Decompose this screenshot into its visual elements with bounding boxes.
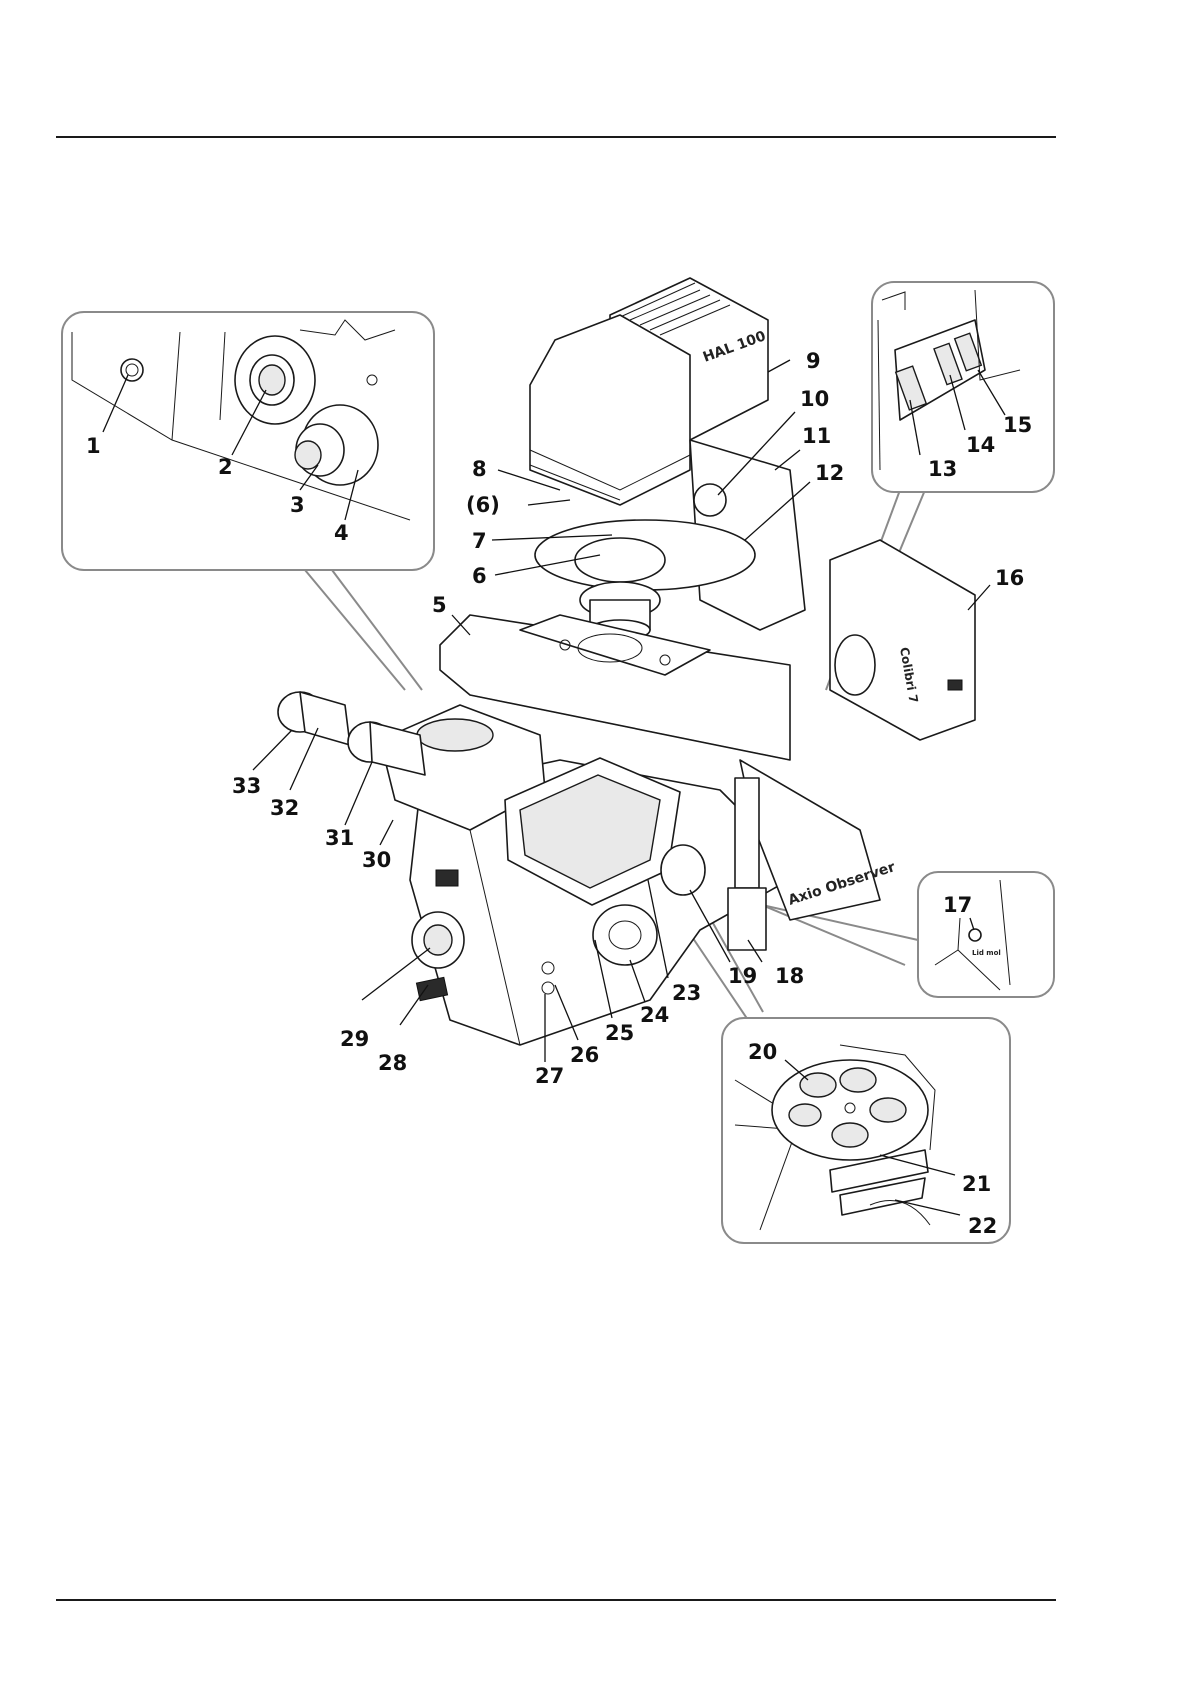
callout-11: 11 — [802, 424, 831, 448]
callout-30: 30 — [362, 848, 391, 872]
focus-knob-19 — [661, 845, 705, 895]
control-18 — [728, 888, 766, 950]
callout-16: 16 — [995, 566, 1024, 590]
callout-3: 3 — [290, 493, 305, 517]
callout-13: 13 — [928, 457, 957, 481]
callout-29: 29 — [340, 1027, 369, 1051]
callout-21: 21 — [962, 1172, 991, 1196]
callout-27: 27 — [535, 1064, 564, 1088]
callout-31: 31 — [325, 826, 354, 850]
knob-10-icon — [694, 484, 726, 516]
callout-33: 33 — [232, 774, 261, 798]
callout-6: 6 — [472, 564, 487, 588]
callout-17: 17 — [943, 893, 972, 917]
callout-32: 32 — [270, 796, 299, 820]
callout-20: 20 — [748, 1040, 777, 1064]
callout-2: 2 — [218, 455, 233, 479]
callout-28: 28 — [378, 1051, 407, 1075]
callout-19: 19 — [728, 964, 757, 988]
callout-15: 15 — [1003, 413, 1032, 437]
illuminator-head — [530, 315, 690, 505]
callout-18: 18 — [775, 964, 804, 988]
callout-23: 23 — [672, 981, 701, 1005]
button-1-icon — [121, 359, 143, 381]
port-17-icon — [969, 929, 981, 941]
callout-1: 1 — [86, 434, 101, 458]
brand-badge — [436, 870, 458, 886]
callout-10: 10 — [800, 387, 829, 411]
callout-6-paren: (6) — [466, 493, 500, 517]
callout-5: 5 — [432, 593, 447, 617]
callout-14: 14 — [966, 433, 995, 457]
callout-4: 4 — [334, 521, 349, 545]
callout-7: 7 — [472, 529, 487, 553]
focus-knob-24 — [593, 905, 657, 965]
callout-8: 8 — [472, 457, 487, 481]
callout-26: 26 — [570, 1043, 599, 1067]
callout-25: 25 — [605, 1021, 634, 1045]
callout-9: 9 — [806, 349, 821, 373]
transmitted-light-column — [735, 778, 759, 888]
callout-12: 12 — [815, 461, 844, 485]
port-label: Lid mol — [972, 949, 1001, 957]
callout-22: 22 — [968, 1214, 997, 1238]
callout-24: 24 — [640, 1003, 669, 1027]
detail-inset-side-controls — [62, 312, 434, 690]
